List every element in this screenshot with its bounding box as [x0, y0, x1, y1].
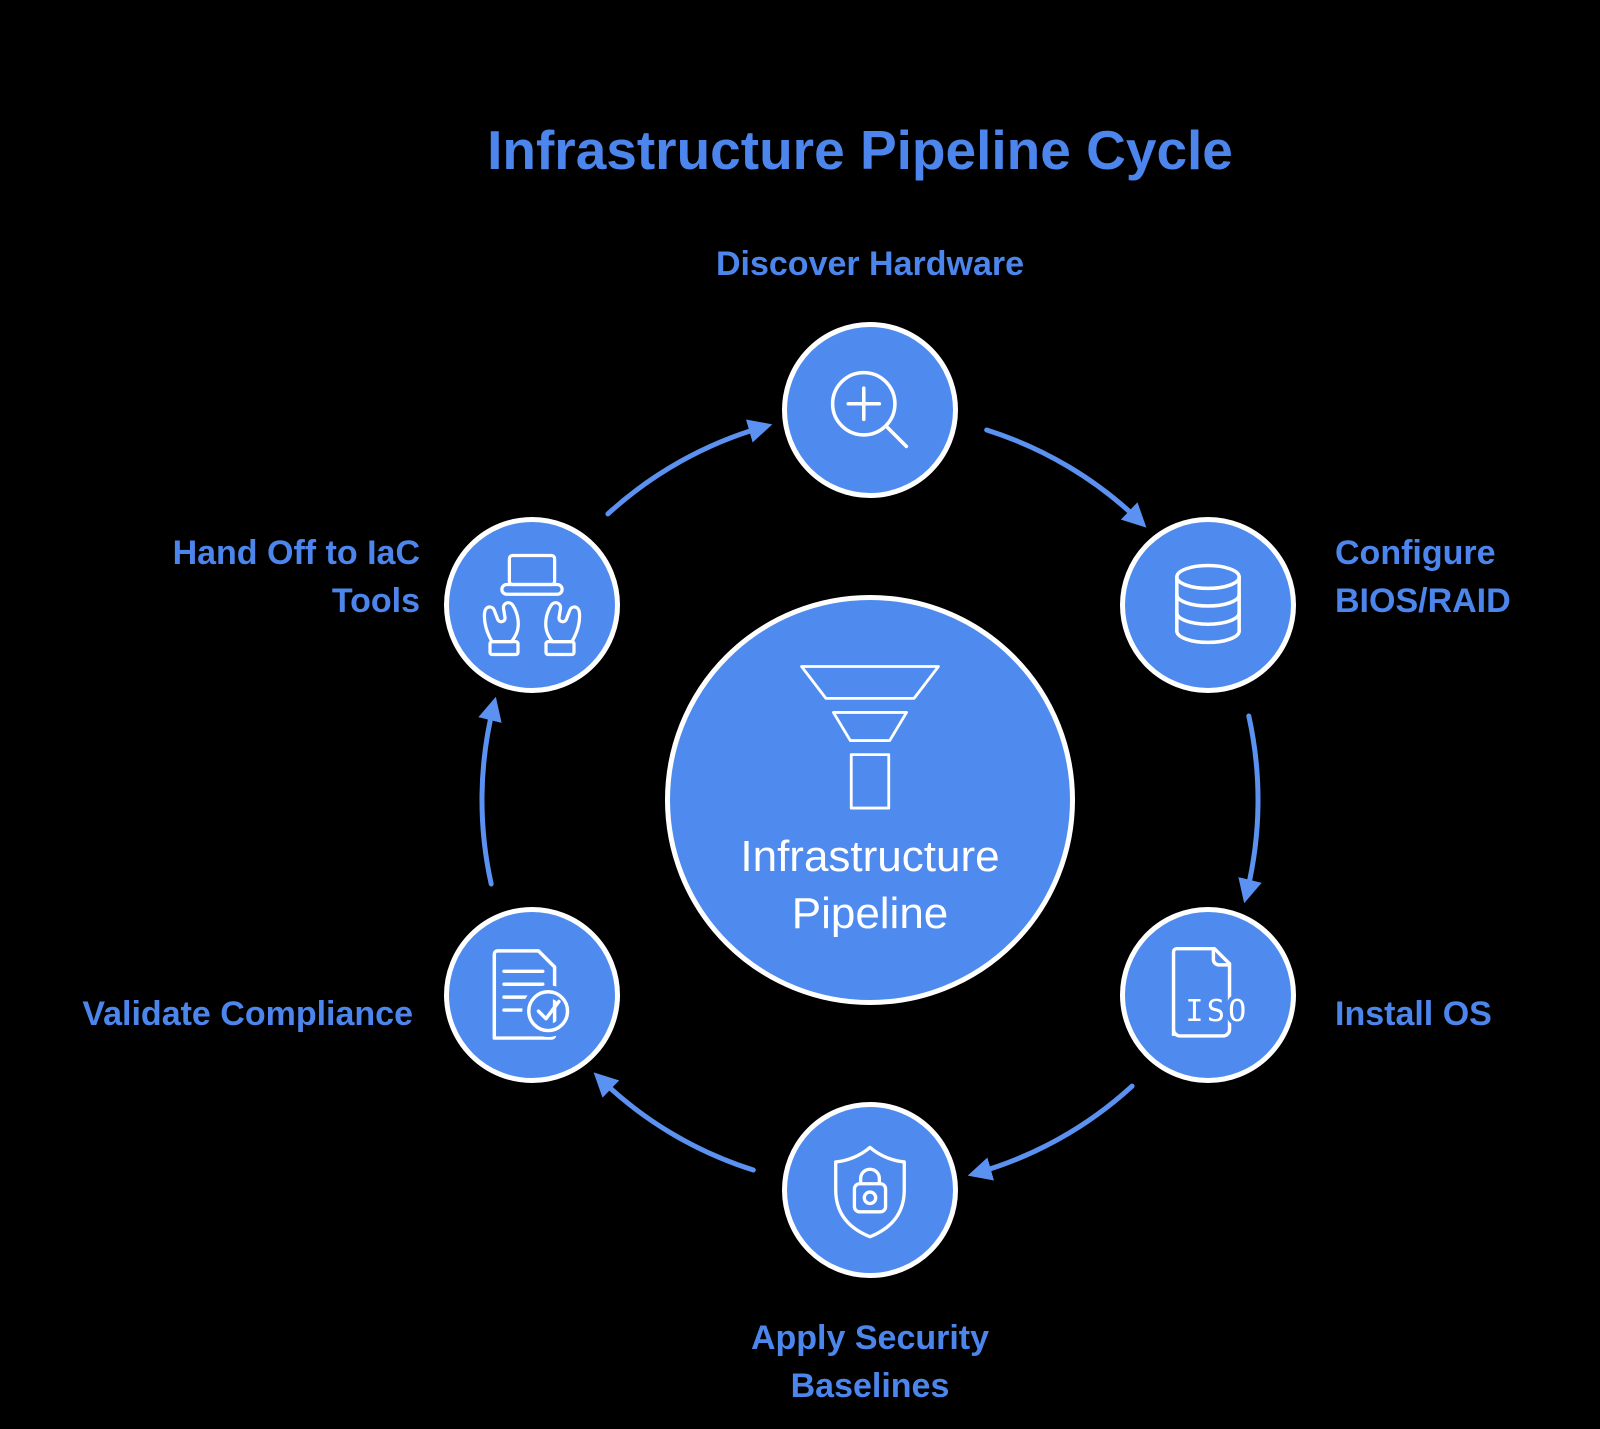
node-hand-off-iac [444, 517, 620, 693]
shield-lock-icon [834, 1145, 906, 1239]
arrow-handoff-to-discover [605, 419, 773, 517]
node-apply-security-baselines [782, 1102, 958, 1278]
label-discover-hardware: Discover Hardware [715, 245, 1025, 283]
arrow-security-to-validate [593, 1072, 756, 1173]
magnifier-plus-icon [830, 370, 909, 449]
node-install-os: ISO [1120, 907, 1296, 1083]
document-check-icon [492, 949, 574, 1040]
diagram-title: Infrastructure Pipeline Cycle [487, 119, 1233, 181]
funnel-icon [800, 665, 940, 810]
iso-file-icon: ISO [1171, 946, 1250, 1038]
label-apply-security-baselines: Apply Security Baselines [750, 1319, 990, 1405]
iso-file-text: ISO [1185, 994, 1249, 1029]
hands-laptop-icon [482, 553, 582, 657]
label-hand-off-iac: Hand Off to IaC Tools [172, 534, 420, 620]
node-configure-bios-raid [1120, 517, 1296, 693]
label-configure-bios-raid: Configure BIOS/RAID [1335, 534, 1511, 620]
label-validate-compliance: Validate Compliance [82, 995, 413, 1033]
label-install-os: Install OS [1335, 995, 1492, 1033]
node-discover-hardware [782, 322, 958, 498]
database-icon [1175, 563, 1241, 645]
center-hub: Infrastructure Pipeline [665, 595, 1075, 1005]
arrow-install-to-security [967, 1083, 1135, 1181]
arrow-discover-to-configure [984, 427, 1147, 528]
center-hub-label: Infrastructure Pipeline [740, 832, 1000, 938]
arrow-configure-to-install [1238, 713, 1262, 904]
node-validate-compliance [444, 907, 620, 1083]
arrow-validate-to-handoff [478, 696, 502, 887]
